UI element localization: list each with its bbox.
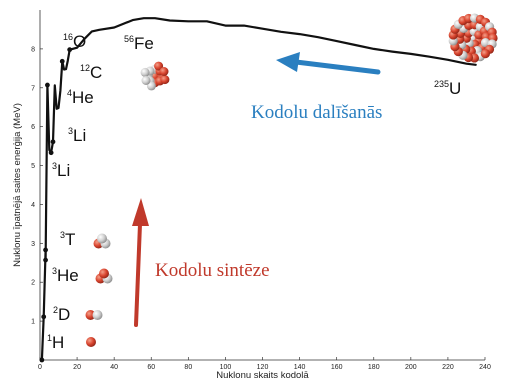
iron-nucleus [140, 61, 170, 91]
y-tick-label: 5 [31, 163, 35, 170]
mass-number: 16 [63, 32, 73, 42]
curve-layer [40, 17, 477, 362]
mass-number: 12 [80, 63, 90, 73]
isotope-label: 3Li [52, 161, 70, 180]
proton-ball [86, 337, 96, 347]
isotope-point [50, 139, 56, 145]
x-tick-label: 240 [479, 364, 491, 371]
mass-number: 3 [52, 161, 57, 171]
proton-ball [159, 67, 169, 76]
isotope-label: 16O [63, 32, 86, 51]
x-tick-label: 140 [294, 364, 306, 371]
isotope-point [39, 357, 45, 363]
neutron-ball [141, 76, 151, 85]
fission-arrow-shaft [293, 59, 381, 75]
helium3-nucleus [95, 268, 113, 284]
x-tick-label: 0 [38, 364, 42, 371]
x-tick-label: 80 [184, 364, 192, 371]
fusion-arrow-shaft [134, 222, 142, 327]
mass-number: 3 [60, 230, 65, 240]
element-symbol: H [52, 333, 64, 352]
x-tick-label: 200 [405, 364, 417, 371]
x-axis-title: Nuklonu skaits kodolā [216, 370, 309, 381]
mass-number: 3 [68, 126, 73, 136]
isotope-label: 235U [434, 79, 461, 98]
isotope-label: 12C [80, 63, 102, 82]
x-tick-label: 60 [147, 364, 155, 371]
x-tick-label: 120 [257, 364, 269, 371]
element-symbol: U [449, 79, 461, 98]
mass-number: 235 [434, 79, 449, 89]
isotope-label: 1H [47, 333, 64, 352]
mass-number: 3 [52, 266, 57, 276]
deuterium-nucleus [85, 310, 103, 320]
isotope-label: 4He [67, 88, 94, 107]
proton-ball [99, 268, 109, 279]
y-tick-label: 4 [31, 202, 35, 209]
isotope-point [45, 82, 50, 88]
y-tick-label: 1 [31, 319, 35, 326]
element-symbol: C [90, 63, 102, 82]
element-symbol: Li [57, 161, 70, 180]
proton-ball [480, 49, 491, 59]
y-tick-label: 8 [31, 46, 35, 53]
mass-number: 56 [124, 34, 134, 44]
y-axis-title: Nuklonu īpatnējā saites enerģija (MeV) [12, 103, 23, 267]
element-symbol: He [72, 88, 94, 107]
isotope-point [59, 58, 65, 64]
uranium-nucleus [448, 13, 498, 63]
neutron-ball [140, 67, 150, 77]
fusion-label: Kodolu sintēze [155, 260, 270, 281]
isotope-point [43, 247, 48, 253]
x-tick-label: 20 [73, 364, 81, 371]
element-symbol: T [65, 230, 75, 249]
element-symbol: Li [73, 126, 86, 145]
fission-label: Kodolu dalīšanās [251, 102, 382, 123]
y-tick-label: 6 [31, 124, 35, 131]
x-tick-label: 160 [331, 364, 343, 371]
isotope-point [48, 150, 54, 156]
mass-number: 2 [53, 305, 58, 315]
element-symbol: D [58, 305, 70, 324]
isotope-label: 3Li [68, 126, 86, 145]
isotope-point [67, 47, 73, 53]
y-tick-label: 3 [31, 241, 35, 248]
mass-number: 4 [67, 88, 72, 98]
x-tick-label: 40 [110, 364, 118, 371]
isotope-point [43, 257, 48, 263]
y-tick-label: 7 [31, 85, 35, 92]
isotope-point [41, 314, 47, 320]
proton-ball [160, 75, 170, 85]
y-tick-label: 2 [31, 280, 35, 287]
proton-ball [85, 310, 96, 320]
isotope-label: 2D [53, 305, 70, 324]
element-symbol: O [73, 32, 86, 51]
isotope-label: 56Fe [124, 34, 154, 53]
x-tick-label: 180 [368, 364, 380, 371]
element-symbol: Fe [134, 34, 154, 53]
neutron-ball [97, 233, 107, 244]
binding-energy-line [40, 17, 477, 362]
hydrogen-nucleus [86, 337, 96, 347]
fission-arrow-head [276, 52, 300, 72]
isotope-label: 3T [60, 230, 75, 249]
marker-layer [39, 47, 73, 363]
isotope-label: 3He [52, 266, 79, 285]
tritium-nucleus [93, 233, 111, 249]
nuclei-layer [85, 13, 498, 347]
neutron-ball [92, 310, 103, 320]
fusion-arrow-head [132, 198, 149, 226]
x-tick-label: 100 [220, 364, 232, 371]
x-tick-label: 220 [442, 364, 454, 371]
element-symbol: He [57, 266, 79, 285]
mass-number: 1 [47, 333, 52, 343]
